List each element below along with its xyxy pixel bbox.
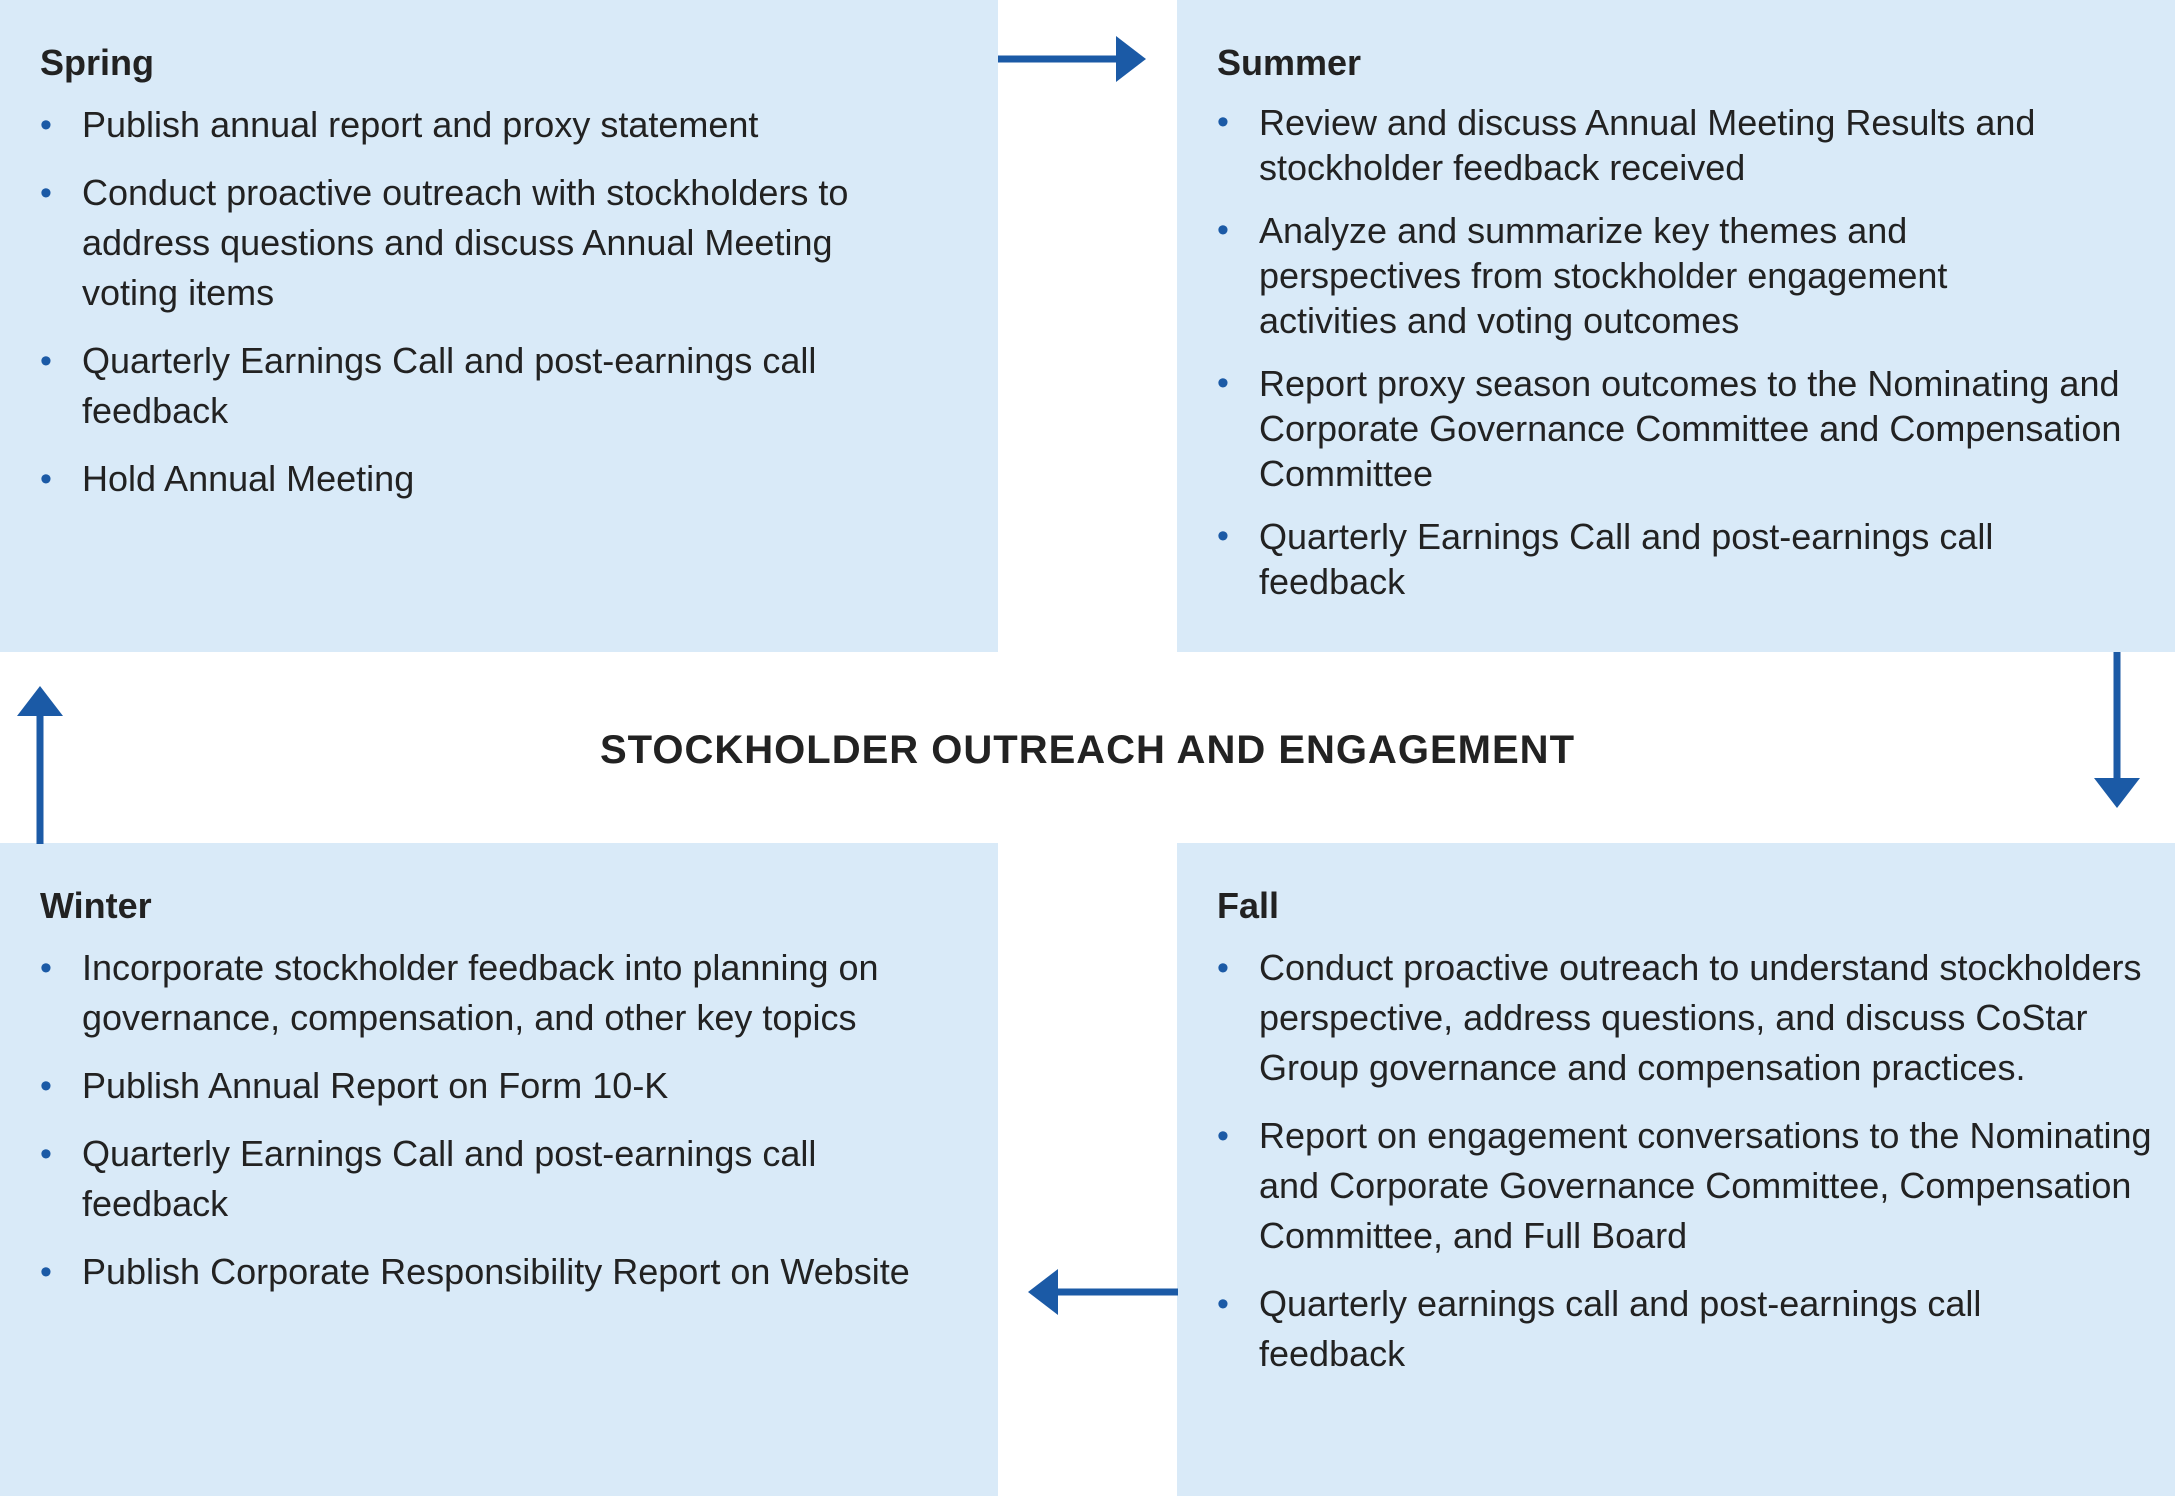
arrow-up-icon [17, 686, 63, 844]
panel-summer: Summer • Review and discuss Annual Meetin… [1177, 0, 2175, 652]
list-item-text: Report on engagement conversations to th… [1259, 1115, 2152, 1256]
list-item-text: Incorporate stockholder feedback into pl… [82, 947, 879, 1038]
bullet-dot-icon: • [1217, 364, 1229, 402]
list-item-text: Analyze and summarize key themes and per… [1259, 210, 1948, 341]
list-item-text: Quarterly Earnings Call and post-earning… [82, 340, 817, 431]
bullet-dot-icon: • [40, 1067, 52, 1105]
bullet-dot-icon: • [1217, 211, 1229, 249]
list-item-text: Conduct proactive outreach to understand… [1259, 947, 2142, 1088]
panel-heading-summer: Summer [1217, 42, 1362, 83]
list-item: • Incorporate stockholder feedback into p… [40, 943, 982, 1043]
winter-item-list: • Incorporate stockholder feedback into p… [40, 943, 958, 1297]
list-item: • Analyze and summarize key themes and pe… [1217, 208, 2039, 343]
bullet-dot-icon: • [40, 1135, 52, 1173]
panel-heading-fall: Fall [1217, 885, 1280, 926]
list-item-text: Publish annual report and proxy statemen… [82, 104, 759, 145]
list-item-text: Review and discuss Annual Meeting Result… [1259, 102, 2036, 188]
panel-spring: Spring • Publish annual report and proxy … [0, 0, 998, 652]
panel-winter: Winter • Incorporate stockholder feedback… [0, 843, 998, 1496]
list-item: • Quarterly Earnings Call and post-earnin… [40, 336, 852, 436]
list-item: • Report proxy season outcomes to the Nom… [1217, 361, 2149, 496]
list-item: • Quarterly Earnings Call and post-earnin… [40, 1129, 942, 1229]
bullet-dot-icon: • [1217, 517, 1229, 555]
list-item: • Review and discuss Annual Meeting Resul… [1217, 100, 2139, 190]
list-item-text: Quarterly Earnings Call and post-earning… [1259, 516, 1994, 602]
fall-item-list: • Conduct proactive outreach to understan… [1217, 943, 2152, 1379]
bullet-dot-icon: • [40, 106, 52, 144]
list-item: • Publish annual report and proxy stateme… [40, 100, 932, 150]
bullet-dot-icon: • [1217, 1117, 1229, 1155]
list-item: • Publish Annual Report on Form 10-K [40, 1061, 958, 1111]
list-item: • Quarterly earnings call and post-earnin… [1217, 1279, 2119, 1379]
list-item: • Conduct proactive outreach to understan… [1217, 943, 2175, 1093]
list-item-text: Quarterly Earnings Call and post-earning… [82, 1133, 817, 1224]
bullet-dot-icon: • [40, 174, 52, 212]
list-item-text: Hold Annual Meeting [82, 458, 415, 499]
list-item: • Conduct proactive outreach with stockho… [40, 168, 932, 318]
list-item-text: Publish Annual Report on Form 10-K [82, 1065, 669, 1106]
list-item: • Publish Corporate Responsibility Report… [40, 1247, 1022, 1297]
bullet-dot-icon: • [40, 949, 52, 987]
bullet-dot-icon: • [1217, 949, 1229, 987]
bullet-dot-icon: • [40, 460, 52, 498]
panel-heading-spring: Spring [40, 42, 154, 83]
list-item-text: Conduct proactive outreach with stockhol… [82, 172, 849, 313]
summer-item-list: • Review and discuss Annual Meeting Resul… [1217, 100, 2135, 604]
bullet-dot-icon: • [1217, 1285, 1229, 1323]
list-item-text: Quarterly earnings call and post-earning… [1259, 1283, 1982, 1374]
diagram-title: STOCKHOLDER OUTREACH AND ENGAGEMENT [599, 728, 1576, 772]
list-item: • Quarterly Earnings Call and post-earnin… [1217, 514, 2129, 604]
bullet-dot-icon: • [40, 342, 52, 380]
bullet-dot-icon: • [1217, 103, 1229, 141]
panel-heading-winter: Winter [40, 885, 152, 926]
arrow-left-icon [1028, 1269, 1178, 1315]
arrow-down-icon [2094, 652, 2140, 808]
spring-item-list: • Publish annual report and proxy stateme… [40, 100, 958, 504]
list-item-text: Publish Corporate Responsibility Report … [82, 1251, 910, 1292]
list-item: • Report on engagement conversations to t… [1217, 1111, 2175, 1261]
arrow-right-icon [998, 36, 1146, 82]
list-item: • Hold Annual Meeting [40, 454, 958, 504]
list-item-text: Report proxy season outcomes to the Nomi… [1259, 363, 2122, 494]
bullet-dot-icon: • [40, 1253, 52, 1291]
panel-fall: Fall • Conduct proactive outreach to unde… [1177, 843, 2175, 1496]
